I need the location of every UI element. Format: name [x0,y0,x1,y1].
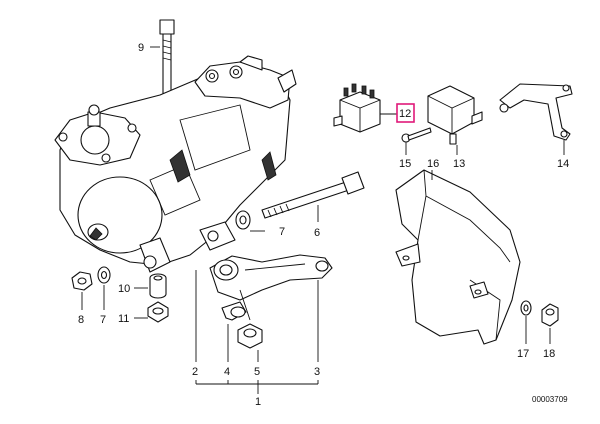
part-nut-11[interactable] [147,301,169,323]
part-bolt-6[interactable] [261,171,365,219]
callout-11: 11 [118,313,129,325]
part-washer-7-left[interactable] [97,266,111,284]
assembly-leader-lines [195,270,319,394]
callout-7-left: 7 [100,314,106,326]
callout-10: 10 [118,283,130,295]
part-washer-17[interactable] [520,300,532,316]
callout-6: 6 [314,227,320,239]
callout-1: 1 [255,396,261,408]
part-nut-18[interactable] [541,303,559,327]
part-washer-7-right[interactable] [235,210,251,230]
part-bolt-9[interactable] [159,19,175,95]
callout-8: 8 [78,314,84,326]
part-control-unit-13[interactable] [427,85,483,145]
part-screw-15[interactable] [401,127,432,143]
part-nut-5[interactable] [237,323,263,349]
callout-16: 16 [427,158,439,170]
part-bracket-14[interactable] [499,83,573,141]
part-relay-12[interactable] [333,83,381,133]
callout-13: 13 [453,158,465,170]
part-heat-shield-16[interactable] [395,169,521,345]
callout-17: 17 [517,348,529,360]
callout-7-right: 7 [279,226,285,238]
callout-15: 15 [399,158,411,170]
callout-12: 12 [399,108,411,120]
callout-4: 4 [224,366,230,378]
part-lock-plate-4[interactable] [221,301,247,321]
callout-5: 5 [254,366,260,378]
document-number: 00003709 [532,395,568,404]
callout-12-highlight-box [396,103,415,123]
part-nut-8[interactable] [71,271,93,291]
part-pitman-arm[interactable] [209,254,333,321]
callout-2: 2 [192,366,198,378]
callout-18: 18 [543,348,555,360]
part-steering-gear[interactable] [54,55,297,273]
callout-3: 3 [314,366,320,378]
callout-14: 14 [557,158,569,170]
part-bushing-10[interactable] [149,273,167,299]
callout-9: 9 [138,42,144,54]
